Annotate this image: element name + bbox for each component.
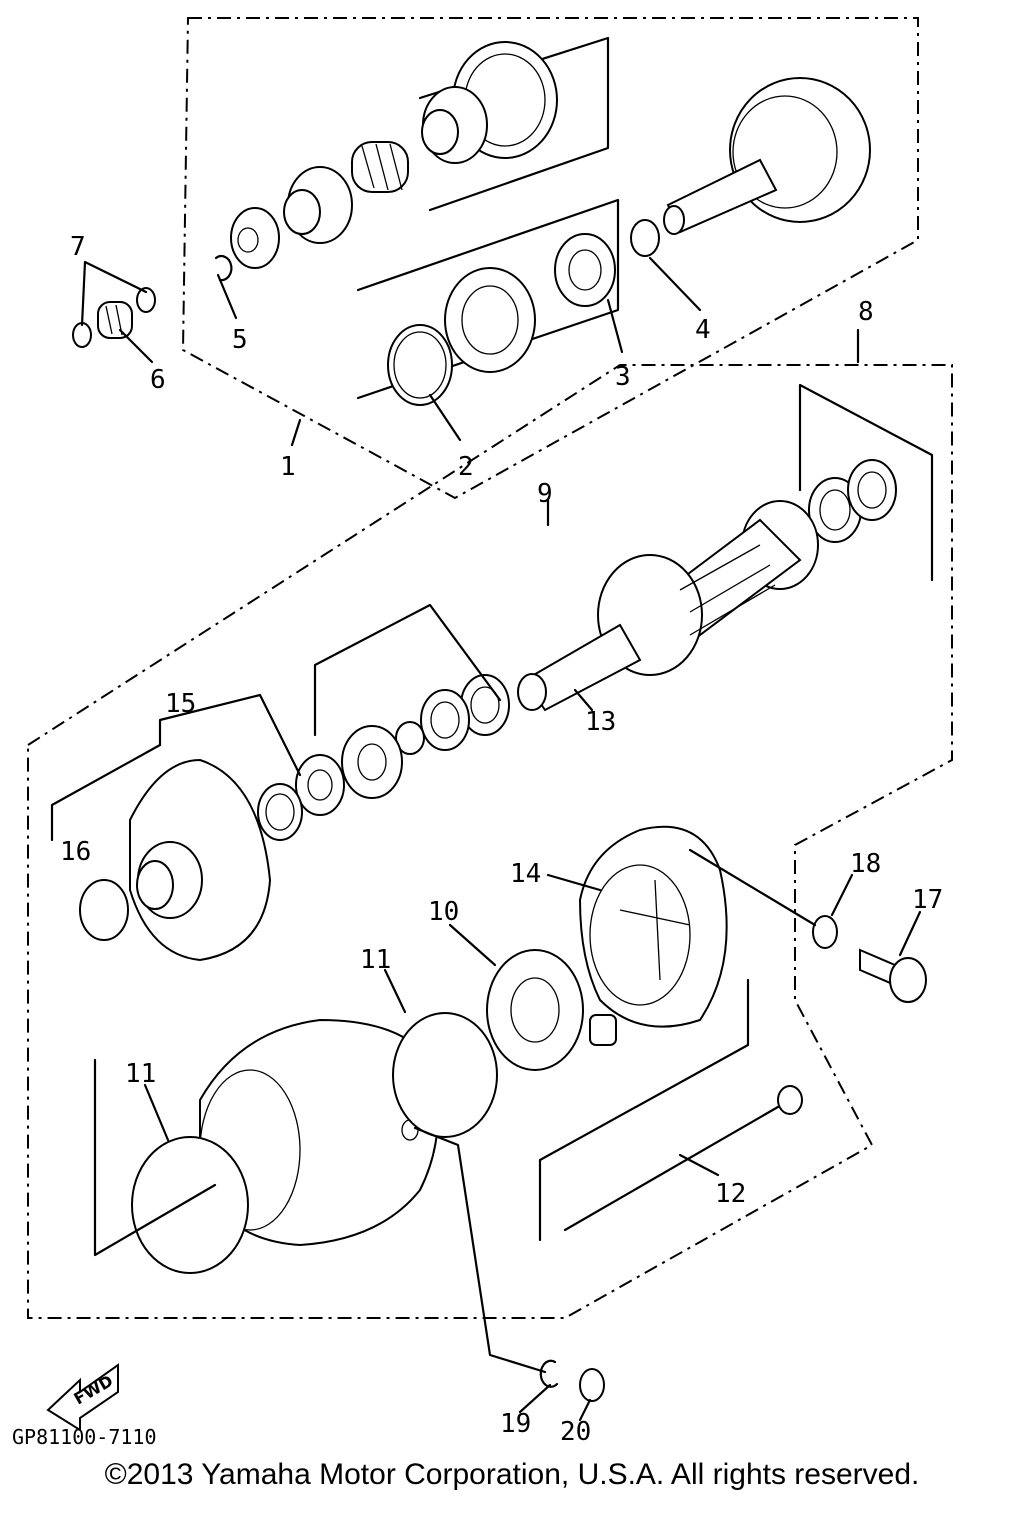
leader-18 bbox=[688, 848, 817, 927]
spring-6-part bbox=[97, 301, 133, 339]
clip-19-part bbox=[539, 1359, 559, 1388]
leader-12 bbox=[678, 1153, 720, 1177]
callout-17: 17 bbox=[912, 885, 943, 915]
callout-16: 16 bbox=[60, 837, 91, 867]
fwd-arrow-icon: FWD bbox=[46, 1363, 119, 1432]
callout-19: 19 bbox=[500, 1409, 531, 1439]
nut-20-part bbox=[579, 1368, 605, 1402]
through-bolt-12-part bbox=[563, 1085, 803, 1232]
callout-9: 9 bbox=[537, 479, 553, 509]
clutch-spring-part bbox=[351, 141, 409, 193]
callout-10: 10 bbox=[428, 897, 459, 927]
callout-20: 20 bbox=[560, 1417, 591, 1447]
circlip-5-part bbox=[214, 255, 233, 282]
washer-set-right-part bbox=[808, 459, 897, 543]
callout-6: 6 bbox=[150, 365, 166, 395]
callout-14: 14 bbox=[510, 859, 541, 889]
gasket-11-right-part bbox=[392, 1012, 498, 1138]
callout-1: 1 bbox=[280, 452, 296, 482]
bearing-part bbox=[444, 267, 536, 373]
gasket-11-left-part bbox=[131, 1136, 249, 1274]
group-8-boundary bbox=[27, 364, 953, 1319]
washer-set-middle-bracket bbox=[313, 603, 502, 737]
brush-holder-10-part bbox=[486, 949, 617, 1071]
plate-3-part bbox=[554, 233, 616, 307]
washer-7-part bbox=[72, 287, 156, 348]
collar-part bbox=[230, 207, 280, 269]
leader-3 bbox=[606, 298, 624, 354]
pinion-clutch-part bbox=[418, 36, 610, 212]
leader-6 bbox=[118, 328, 154, 364]
leader-14 bbox=[546, 873, 602, 892]
callout-13: 13 bbox=[585, 707, 616, 737]
diagram-code: GP81100-7110 bbox=[12, 1425, 157, 1449]
leader-10 bbox=[448, 923, 497, 967]
callout-18: 18 bbox=[850, 849, 881, 879]
copyright-notice: ©2013 Yamaha Motor Corporation, U.S.A. A… bbox=[104, 1458, 920, 1491]
callout-15-bracket bbox=[158, 693, 302, 777]
leader-4 bbox=[648, 256, 702, 312]
circlip-4-part bbox=[630, 219, 660, 257]
rear-cover-14-part bbox=[578, 825, 728, 1028]
front-cover-part bbox=[129, 758, 272, 962]
callout-7: 7 bbox=[70, 232, 86, 262]
oil-seal-part bbox=[257, 754, 345, 841]
leader-11b bbox=[143, 1083, 170, 1142]
callout-11b: 11 bbox=[125, 1059, 156, 1089]
callout-8: 8 bbox=[858, 297, 874, 327]
leader-19 bbox=[413, 1126, 547, 1374]
armature-13-part bbox=[517, 500, 819, 712]
callout-11a: 11 bbox=[360, 945, 391, 975]
callout-7-bracket bbox=[80, 260, 148, 327]
callout-15: 15 bbox=[165, 689, 196, 719]
yoke-bracket bbox=[93, 1058, 217, 1257]
washer-set-middle-part bbox=[395, 674, 510, 755]
group-1-boundary bbox=[181, 17, 919, 500]
bolt-17-part bbox=[859, 948, 927, 1003]
leader-20 bbox=[578, 1398, 592, 1422]
callout-16-bracket bbox=[50, 743, 162, 842]
leader-11a bbox=[383, 968, 407, 1014]
leader-18b bbox=[830, 873, 854, 917]
callout-3: 3 bbox=[615, 362, 631, 392]
callout-12: 12 bbox=[715, 1179, 746, 1209]
callout-4: 4 bbox=[695, 315, 711, 345]
washer-set-bracket bbox=[798, 383, 934, 582]
washer-18-part bbox=[812, 915, 838, 949]
leader-17 bbox=[898, 910, 922, 957]
plate-part bbox=[341, 725, 403, 799]
leader-1 bbox=[290, 418, 302, 447]
leader-19b bbox=[518, 1383, 552, 1414]
o-ring-16-part bbox=[79, 879, 129, 941]
callout-5: 5 bbox=[232, 325, 248, 355]
callout-2: 2 bbox=[458, 452, 474, 482]
leader-2 bbox=[428, 393, 462, 442]
ring-2-part bbox=[387, 324, 453, 406]
leader-5 bbox=[216, 273, 238, 320]
stopper-part bbox=[283, 166, 353, 244]
leader-13 bbox=[573, 688, 594, 712]
internal-gear-shaft-part bbox=[663, 77, 871, 235]
rear-bracket bbox=[538, 978, 750, 1242]
